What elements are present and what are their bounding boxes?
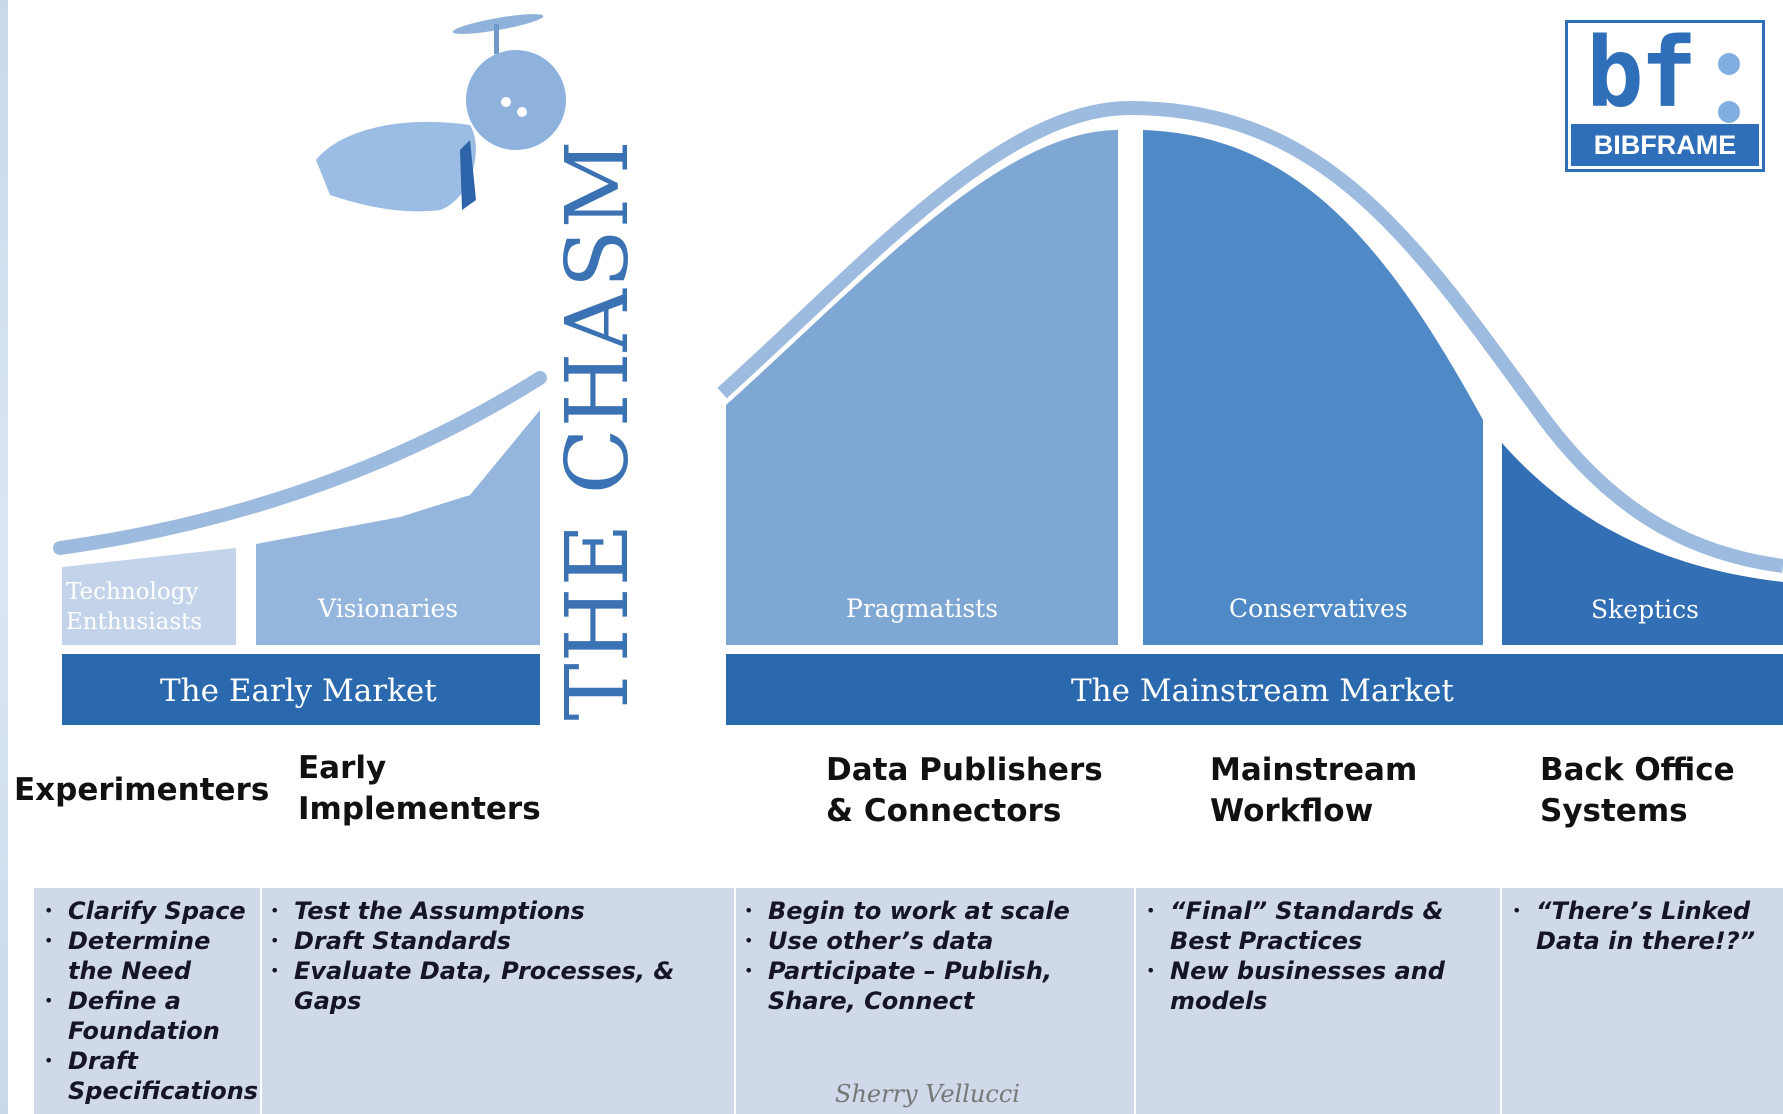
label-line: Technology xyxy=(66,579,199,605)
logo-colon-icon xyxy=(1718,53,1740,125)
list-item: Clarify Space xyxy=(44,896,260,926)
heading-line: Data Publishers xyxy=(826,752,1103,788)
heading-experimenters: Experimenters xyxy=(14,770,269,811)
bullet-list: Clarify Space Determine the Need Define … xyxy=(34,896,260,1106)
heading-line: & Connectors xyxy=(826,793,1062,829)
list-item: New businesses and models xyxy=(1146,956,1500,1016)
heading-mainstream-workflow: Mainstream Workflow xyxy=(1210,750,1417,832)
author-signature: Sherry Vellucci xyxy=(835,1080,1020,1108)
label-pragmatists: Pragmatists xyxy=(846,594,999,623)
label-line: Enthusiasts xyxy=(66,609,203,635)
heading-line: Implementers xyxy=(298,791,541,827)
list-item: Participate – Publish, Share, Connect xyxy=(744,956,1134,1016)
segment-skeptics xyxy=(1502,443,1783,645)
list-item: Test the Assumptions xyxy=(270,896,734,926)
mainstream-market-bar xyxy=(726,654,1783,725)
label-skeptics: Skeptics xyxy=(1591,595,1699,624)
label-conservatives: Conservatives xyxy=(1229,594,1408,623)
label-visionaries: Visionaries xyxy=(318,594,459,623)
list-item: Define a Foundation xyxy=(44,986,260,1046)
heading-line: Back Office xyxy=(1540,752,1735,788)
mainstream-curve-band xyxy=(717,100,1783,573)
list-item: “Final” Standards & Best Practices xyxy=(1146,896,1500,956)
list-item: Begin to work at scale xyxy=(744,896,1134,926)
column-early-implementers: Test the Assumptions Draft Standards Eva… xyxy=(262,888,734,1114)
segment-visionaries xyxy=(256,410,540,645)
list-item: Use other’s data xyxy=(744,926,1134,956)
bullet-list: “There’s Linked Data in there!?” xyxy=(1502,896,1783,956)
early-curve-band xyxy=(53,371,547,555)
column-data-publishers: Begin to work at scale Use other’s data … xyxy=(736,888,1134,1114)
early-market-label: The Early Market xyxy=(160,673,437,709)
column-mainstream-workflow: “Final” Standards & Best Practices New b… xyxy=(1136,888,1500,1114)
heading-line: Experimenters xyxy=(14,772,270,808)
bibframe-logo: bf BIBFRAME xyxy=(1565,17,1765,172)
list-item: Determine the Need xyxy=(44,926,260,986)
heading-back-office: Back Office Systems xyxy=(1540,750,1735,832)
segment-pragmatists xyxy=(726,130,1118,645)
heading-line: Systems xyxy=(1540,793,1688,829)
early-market-bar xyxy=(62,654,540,725)
column-experimenters: Clarify Space Determine the Need Define … xyxy=(34,888,260,1114)
falling-figure-illustration xyxy=(316,14,566,212)
heading-line: Early xyxy=(298,750,387,786)
heading-line: Mainstream xyxy=(1210,752,1418,788)
label-technology-enthusiasts: Technology Enthusiasts xyxy=(66,577,202,637)
bullet-list: “Final” Standards & Best Practices New b… xyxy=(1136,896,1500,1016)
heading-line: Workflow xyxy=(1210,793,1374,829)
list-item: Draft Specifications xyxy=(44,1046,260,1106)
heading-early-implementers: Early Implementers xyxy=(298,748,541,830)
list-item: “There’s Linked Data in there!?” xyxy=(1512,896,1783,956)
left-border-strip xyxy=(0,0,8,1114)
heading-data-publishers: Data Publishers & Connectors xyxy=(826,750,1103,832)
chasm-label: THE CHASM xyxy=(548,139,648,721)
logo-name: BIBFRAME xyxy=(1571,124,1759,166)
bullet-list: Test the Assumptions Draft Standards Eva… xyxy=(262,896,734,1016)
bullet-list: Begin to work at scale Use other’s data … xyxy=(736,896,1134,1016)
list-item: Evaluate Data, Processes, & Gaps xyxy=(270,956,734,1016)
segment-conservatives xyxy=(1143,130,1483,645)
mainstream-market-label: The Mainstream Market xyxy=(1071,673,1454,709)
column-back-office: “There’s Linked Data in there!?” xyxy=(1502,888,1783,1114)
logo-letters: bf xyxy=(1586,17,1698,129)
list-item: Draft Standards xyxy=(270,926,734,956)
segment-technology-enthusiasts xyxy=(62,548,236,645)
